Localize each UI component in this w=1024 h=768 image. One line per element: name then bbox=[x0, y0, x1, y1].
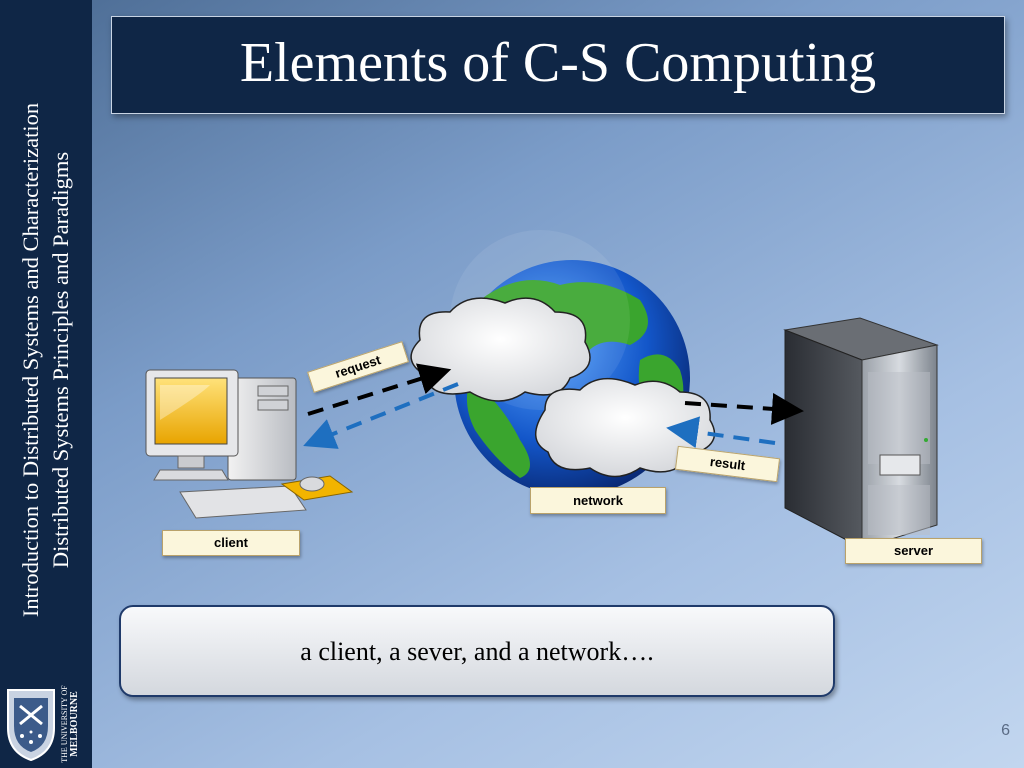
result-arrow-to-client bbox=[303, 382, 459, 449]
client-label: client bbox=[162, 530, 300, 556]
sidebar: Introduction to Distributed Systems and … bbox=[0, 0, 92, 768]
summary-box: a client, a sever, and a network…. bbox=[119, 605, 835, 697]
client-computer-icon bbox=[145, 369, 354, 519]
summary-text: a client, a sever, and a network…. bbox=[300, 637, 654, 666]
cloud-icon bbox=[410, 297, 591, 402]
server-label: server bbox=[845, 538, 982, 564]
request-arrow-to-server bbox=[684, 392, 804, 425]
network-label: network bbox=[530, 487, 666, 514]
server-tower-icon bbox=[783, 317, 939, 549]
title-box: Elements of C-S Computing bbox=[111, 16, 1005, 114]
page-number: 6 bbox=[1001, 722, 1010, 739]
slide-title: Elements of C-S Computing bbox=[239, 32, 877, 94]
request-arrow-to-network bbox=[307, 363, 452, 416]
cloud-icon bbox=[535, 377, 716, 478]
university-crest-icon bbox=[7, 689, 55, 762]
result-arrow-to-network bbox=[666, 416, 776, 449]
